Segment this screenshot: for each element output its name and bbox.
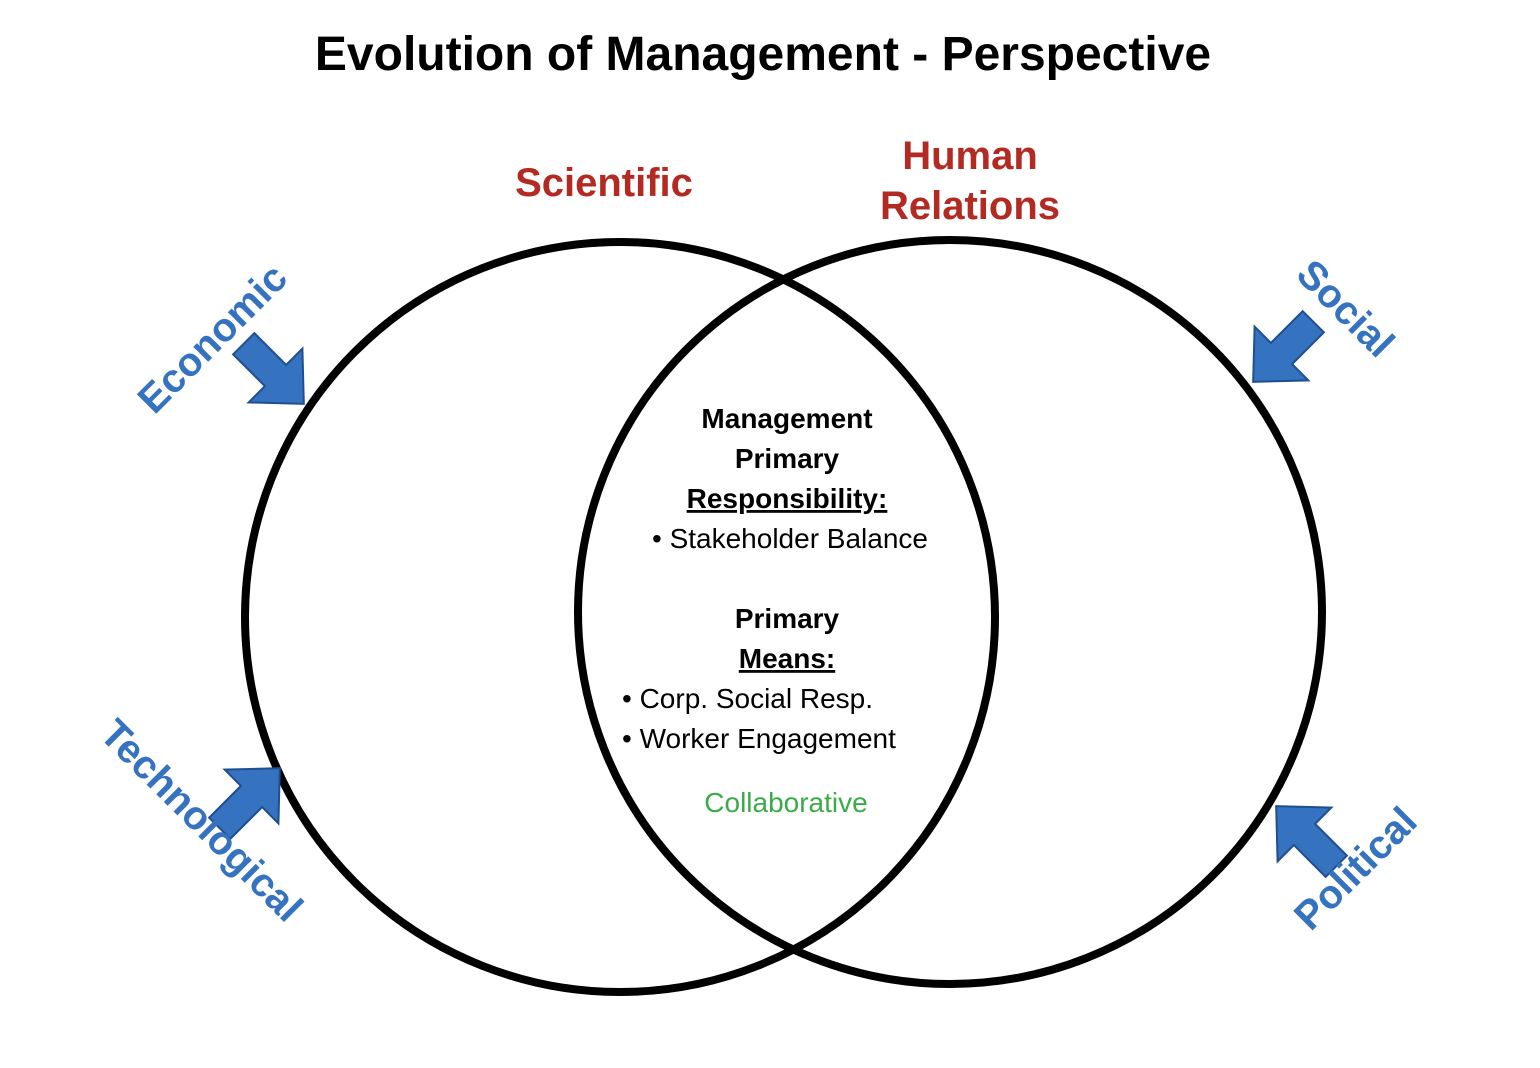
- means-heading-line2: Means:: [739, 643, 835, 674]
- responsibility-heading-line2: Primary: [735, 443, 840, 474]
- responsibility-heading-line3: Responsibility:: [687, 483, 888, 514]
- political-arrow-icon: [1275, 805, 1349, 879]
- scientific-circle: [241, 238, 999, 996]
- collaborative-note: Collaborative: [704, 787, 867, 818]
- means-heading-line1: Primary: [735, 603, 840, 634]
- human-relations-circle: [574, 236, 1326, 988]
- economic-arrow-icon: [231, 331, 305, 405]
- social-arrow-icon: [1252, 309, 1326, 383]
- technological-arrow-icon: [207, 767, 281, 841]
- means-item: • Worker Engagement: [622, 723, 896, 754]
- scientific-label: Scientific: [515, 161, 693, 205]
- human-relations-label-line1: Human: [902, 134, 1038, 178]
- means-item: • Corp. Social Resp.: [622, 683, 873, 714]
- responsibility-heading-line1: Management: [701, 403, 872, 434]
- responsibility-item: • Stakeholder Balance: [652, 523, 928, 554]
- diagram-title: Evolution of Management - Perspective: [315, 28, 1211, 81]
- human-relations-label-line2: Relations: [880, 184, 1060, 228]
